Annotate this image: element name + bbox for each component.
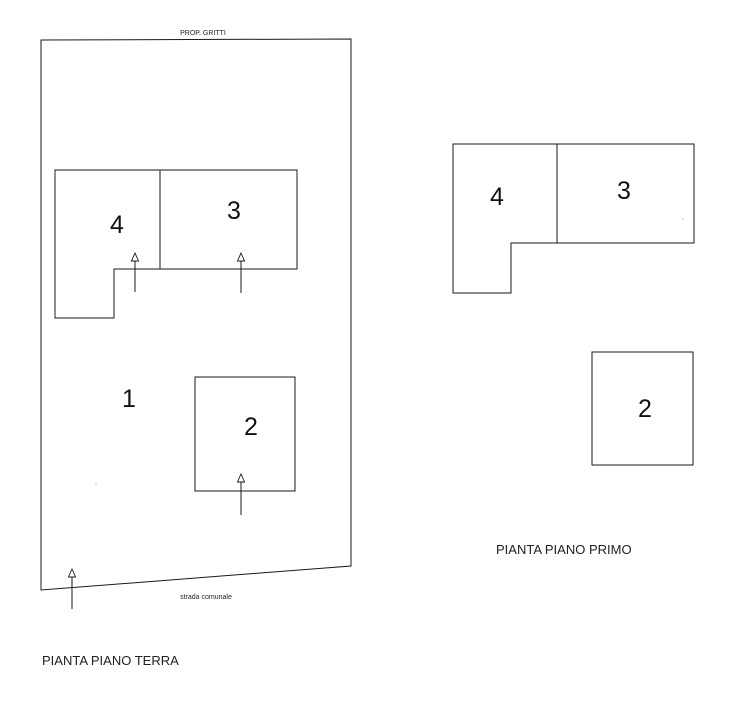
drawing-speck (95, 483, 97, 485)
entrance-arrow-unit-3 (236, 251, 246, 293)
unit-2-number: 2 (244, 413, 258, 441)
unit-4-outline (54, 169, 161, 319)
unit-3-number: 3 (227, 197, 241, 225)
entrance-arrow-unit-2 (236, 472, 246, 515)
street-label: strada comunale (180, 594, 232, 601)
property-boundary (40, 38, 352, 591)
unit-4-number: 4 (110, 211, 124, 239)
ground-floor-title: PIANTA PIANO TERRA (42, 653, 179, 668)
unit-3-outline (159, 169, 298, 270)
upper-unit-3-number: 3 (617, 177, 631, 205)
entrance-arrow-street (67, 567, 77, 609)
area-1-number: 1 (122, 385, 136, 413)
upper-unit-2-number: 2 (638, 395, 652, 423)
first-floor-title: PIANTA PIANO PRIMO (496, 542, 632, 557)
unit-2-outline (194, 376, 296, 492)
upper-unit-2-outline (591, 351, 694, 466)
first-floor-plan: 4 3 2 PIANTA PIANO PRIMO (452, 143, 695, 557)
upper-unit-3-outline (556, 143, 695, 244)
drawing-speck (682, 218, 684, 220)
entrance-arrow-unit-4 (130, 251, 140, 292)
neighbor-property-label: PROP. GRITTI (180, 30, 226, 37)
upper-unit-4-outline (452, 143, 558, 294)
upper-unit-4-number: 4 (490, 183, 504, 211)
ground-floor-plan: PROP. GRITTI strada comunale 4 3 1 2 (40, 30, 352, 668)
